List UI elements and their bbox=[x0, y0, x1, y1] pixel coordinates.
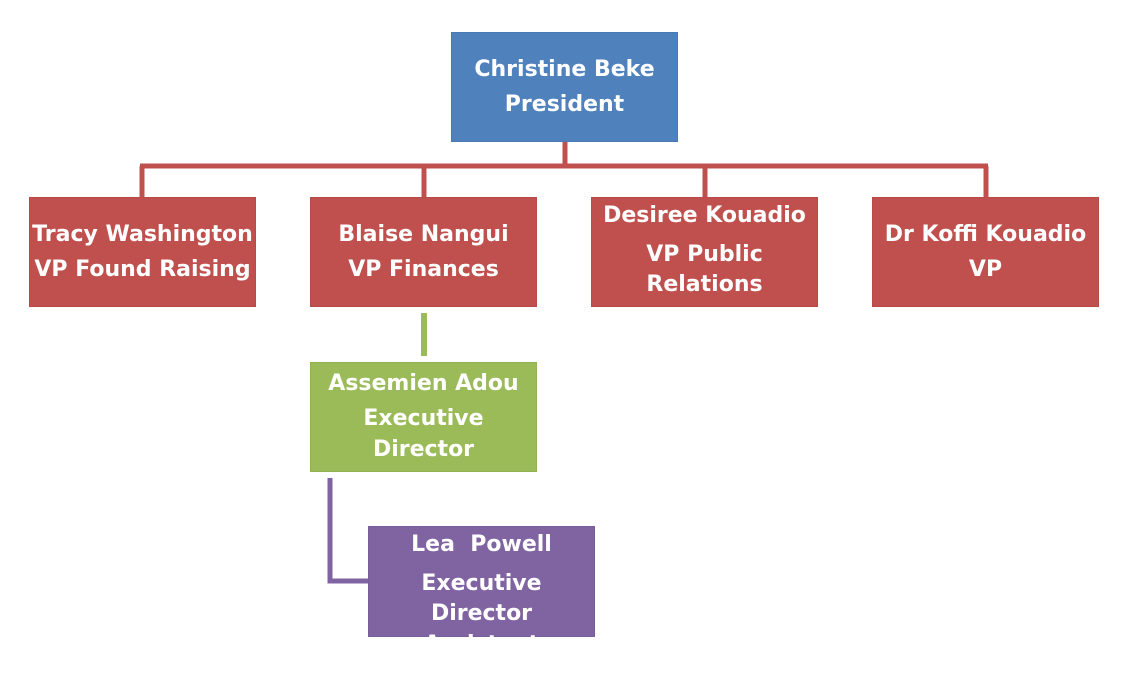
node-vp-koffi: Dr Koffi Kouadio VP bbox=[872, 197, 1099, 307]
connector-executive-to-assistant bbox=[327, 478, 368, 584]
node-president: Christine Beke President bbox=[451, 32, 678, 142]
vp-role: VP Finances bbox=[348, 256, 499, 282]
vp-role: VP bbox=[968, 256, 1003, 282]
vp-name: Dr Koffi Kouadio bbox=[884, 221, 1087, 247]
node-assistant: Lea Powell Executive Director Assistant bbox=[368, 526, 595, 657]
president-name: Christine Beke bbox=[474, 56, 655, 82]
node-executive-director: Assemien Adou Executive Director bbox=[310, 362, 537, 472]
vp-role-line-2: Relations bbox=[646, 272, 763, 298]
assistant-role-line-2: Assistant bbox=[423, 631, 540, 657]
node-vp-blaise: Blaise Nangui VP Finances bbox=[310, 197, 537, 307]
president-role: President bbox=[504, 91, 625, 117]
assistant-name: Lea Powell bbox=[411, 532, 552, 557]
node-vp-desiree: Desiree Kouadio VP Public Relations bbox=[591, 197, 818, 307]
vp-name: Desiree Kouadio bbox=[603, 203, 806, 228]
vp-name: Tracy Washington bbox=[32, 221, 253, 247]
executive-role: Executive Director bbox=[363, 406, 484, 462]
vp-name: Blaise Nangui bbox=[338, 221, 509, 247]
assistant-role-line-1: Executive Director bbox=[421, 570, 542, 627]
vp-role: VP Found Raising bbox=[34, 256, 251, 282]
connector-president-to-vps bbox=[139, 142, 989, 197]
vp-role-line-1: VP Public bbox=[646, 241, 763, 267]
node-vp-tracy: Tracy Washington VP Found Raising bbox=[29, 197, 256, 307]
executive-name: Assemien Adou bbox=[328, 371, 519, 397]
